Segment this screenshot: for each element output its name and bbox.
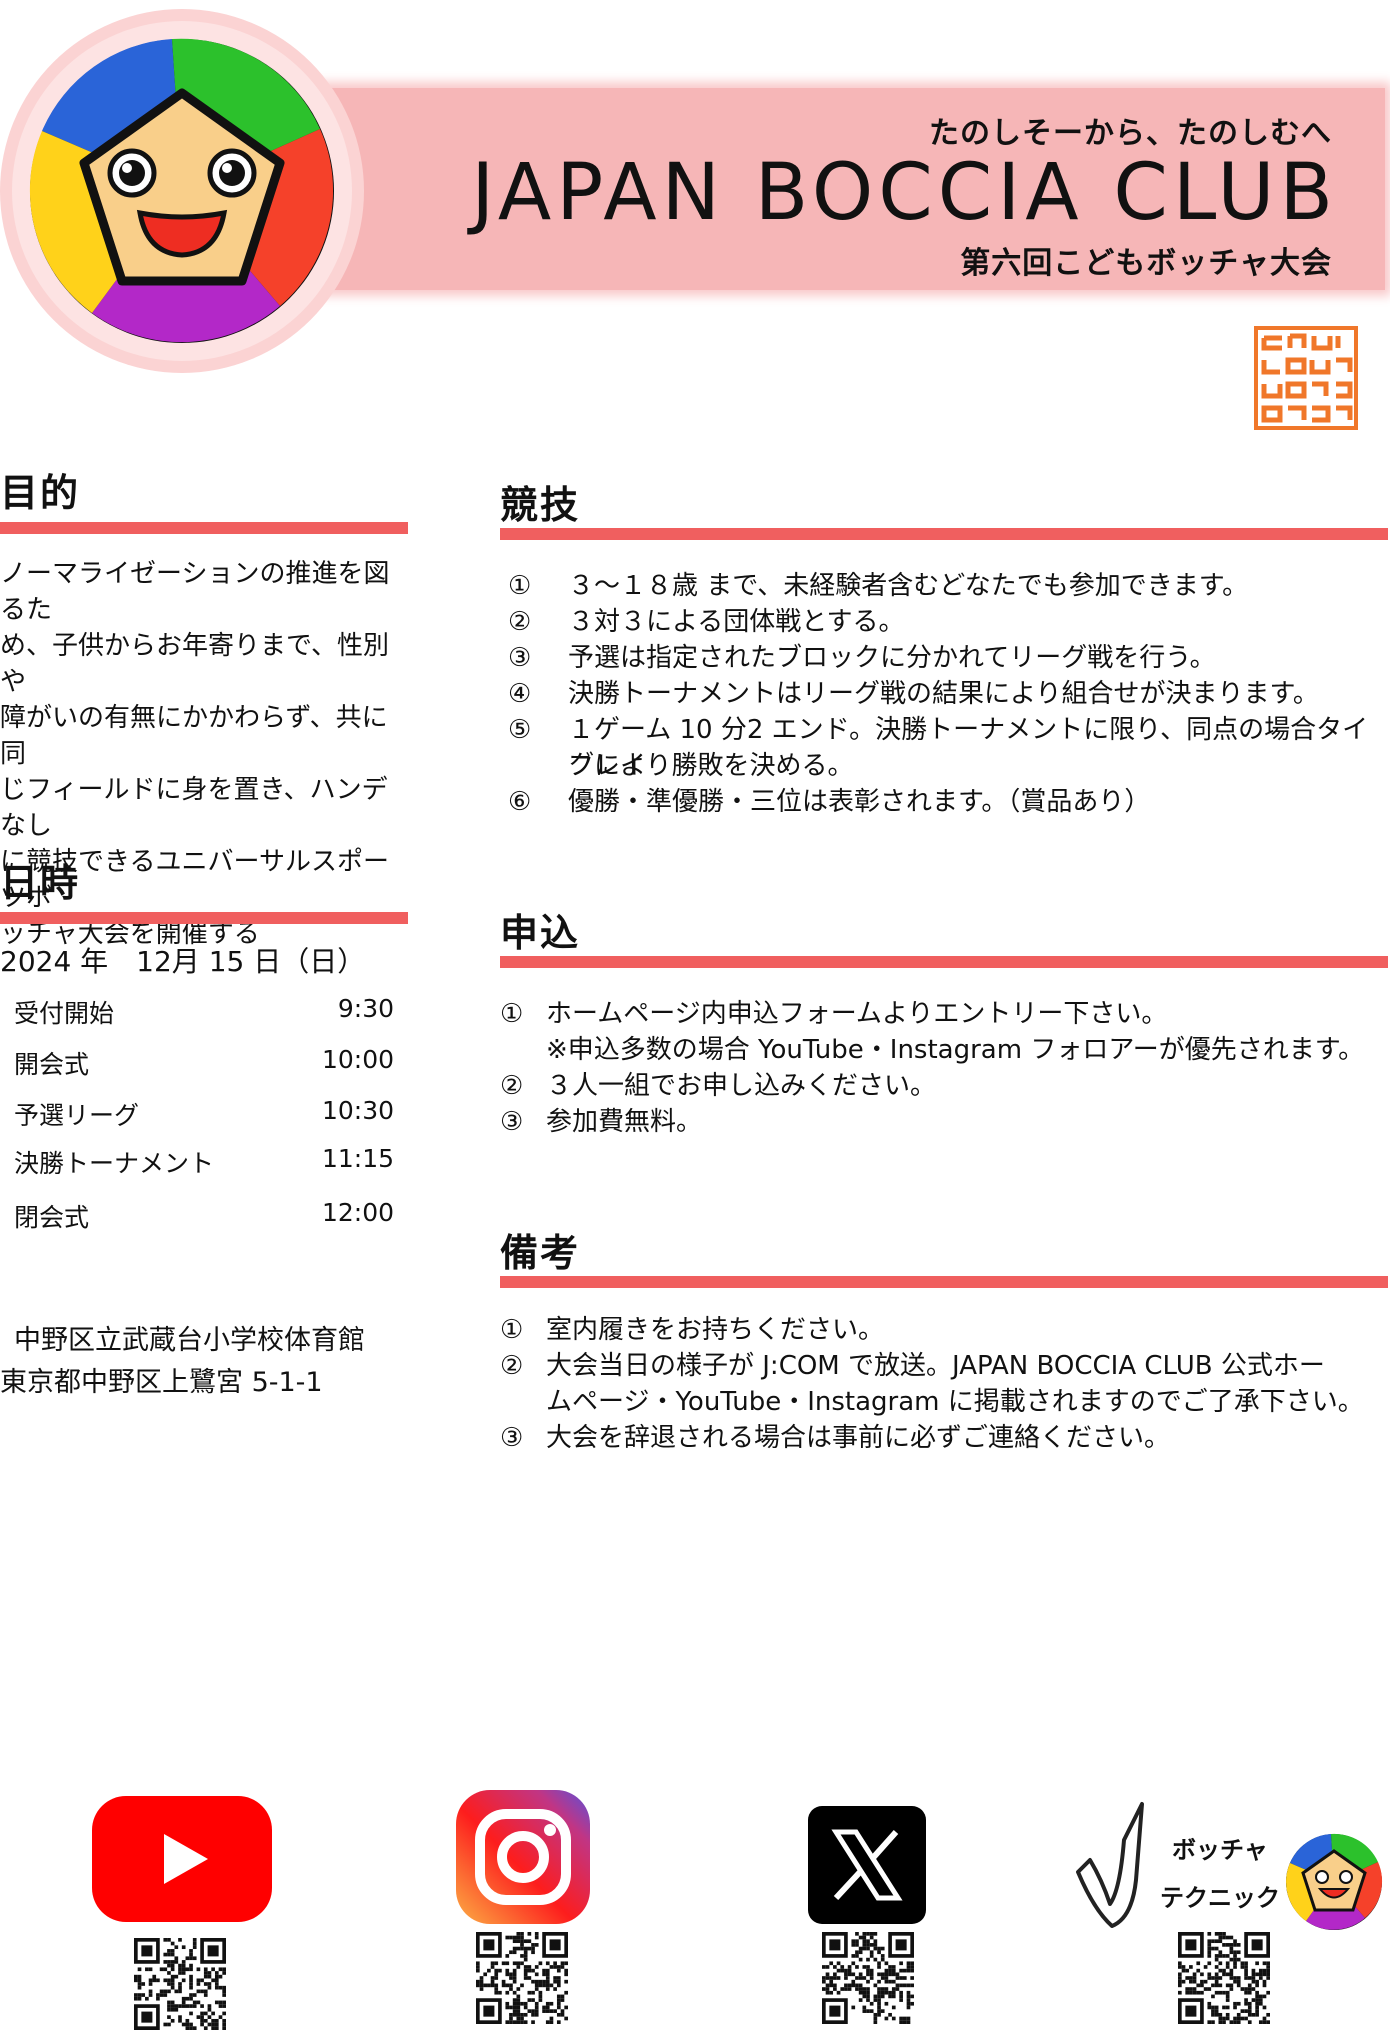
schedule-time: 12:00 [321,1198,394,1227]
schedule-row: 決勝トーナメント 11:15 [14,1144,394,1184]
schedule-label: 開会式 [14,1050,90,1079]
competition-item: ① ３～１８歳 まで、未経験者含むどなたでも参加できます。 [508,571,1249,601]
competition-divider [500,528,1388,540]
competition-item: ③ 予選は指定されたブロックに分かれてリーグ戦を行う。 [508,643,1216,673]
application-heading: 申込 [500,911,581,955]
x-twitter-icon[interactable] [808,1806,926,1924]
club-name: JAPAN BOCCIA CLUB [471,148,1338,238]
header-banner [300,88,1385,290]
competition-item: ⑤ １ゲーム 10 分2 エンド。決勝トーナメントに限り、同点の場合タイブレイ … [508,715,1369,781]
application-item: ① ホームページ内申込フォームよりエントリー下さい。 ※申込多数の場合 YouT… [500,999,1365,1065]
schedule-label: 決勝トーナメント [14,1149,215,1178]
technique-label-1: ボッチャ [1172,1836,1268,1864]
notes-item: ① 室内履きをお持ちください。 [500,1315,885,1345]
schedule-time: 10:30 [321,1096,394,1125]
notes-divider [500,1276,1388,1288]
club-stamp-logo [1254,326,1358,430]
youtube-icon[interactable] [92,1796,272,1922]
schedule-row: 受付開始 9:30 [14,994,394,1034]
purpose-line: め、子供からお年寄りまで、性別や [0,631,389,697]
schedule-time: 10:00 [321,1045,394,1074]
schedule-time: 9:30 [337,994,394,1023]
purpose-heading: 目的 [0,471,81,515]
notes-item: ② 大会当日の様子が J:COM で放送。JAPAN BOCCIA CLUB 公… [500,1351,1364,1417]
competition-item: ④ 決勝トーナメントはリーグ戦の結果により組合せが決まります。 [508,679,1319,709]
purpose-text: ノーマライゼーションの推進を図るた め、子供からお年寄りまで、性別や 障がいの有… [0,556,410,952]
purpose-line: じフィールドに身を置き、ハンデなし [0,775,388,841]
purpose-line: に競技できるユニバーサルスポーツボ [0,847,389,913]
boccia-mascot-logo [0,9,364,373]
schedule-row: 開会式 10:00 [14,1045,394,1085]
schedule-label: 受付開始 [14,999,115,1028]
boccia-technique-logo-mark [1076,1802,1144,1928]
competition-heading: 競技 [500,483,581,527]
datetime-heading: 日時 [0,861,81,905]
instagram-icon[interactable] [456,1790,590,1924]
purpose-divider [0,522,408,534]
datetime-divider [0,912,408,924]
technique-label-2: テクニック [1160,1884,1280,1912]
competition-item: ⑥ 優勝・準優勝・三位は表彰されます。（賞品あり） [508,787,1151,817]
event-name: 第六回こどもボッチャ大会 [960,246,1332,281]
competition-item: ② ３対３による団体戦とする。 [508,607,905,637]
schedule-time: 11:15 [321,1144,394,1173]
tagline: たのしそーから、たのしむへ [929,116,1332,151]
x-qr-code[interactable] [822,1932,914,2024]
venue-name: 中野区立武蔵台小学校体育館 [14,1325,365,1356]
purpose-line: ノーマライゼーションの推進を図るた [0,559,390,625]
venue-address: 東京都中野区上鷺宮 5-1-1 [0,1367,323,1398]
schedule-label: 予選リーグ [14,1101,140,1130]
purpose-line: 障がいの有無にかかわらず、共に同 [0,703,388,769]
application-divider [500,956,1388,968]
notes-item: ③ 大会を辞退される場合は事前に必ずご連絡ください。 [500,1423,1171,1453]
event-date: 2024 年 12月 15 日（日） [0,945,366,978]
youtube-qr-code[interactable] [134,1938,226,2030]
application-item: ② ３人一組でお申し込みください。 [500,1071,937,1101]
schedule-label: 閉会式 [14,1203,90,1232]
purpose-line: ッチャ大会を開催する [0,919,260,949]
schedule-row: 予選リーグ 10:30 [14,1096,394,1136]
notes-heading: 備考 [500,1231,581,1275]
boccia-technique-qr-code[interactable] [1178,1932,1270,2024]
instagram-qr-code[interactable] [476,1932,568,2024]
schedule-row: 閉会式 12:00 [14,1198,394,1238]
mascot-small-icon [1286,1833,1383,1930]
application-item: ③ 参加費無料。 [500,1107,703,1137]
